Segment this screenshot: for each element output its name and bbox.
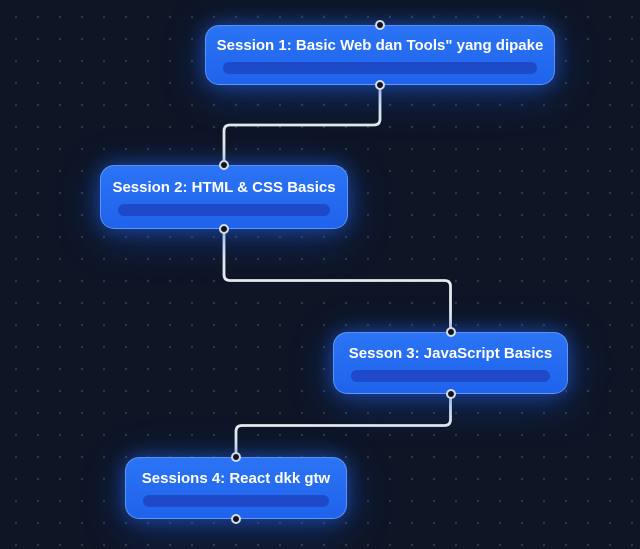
flow-node-session-2[interactable]: Session 2: HTML & CSS Basics xyxy=(100,160,348,234)
node-title: Sesson 3: JavaScript Basics xyxy=(348,344,553,362)
node-top-handle[interactable] xyxy=(219,160,229,170)
node-top-handle[interactable] xyxy=(375,20,385,30)
node-progress-bar xyxy=(223,61,537,74)
edge-session2-session3[interactable] xyxy=(222,229,452,332)
edge-session1-session2[interactable] xyxy=(222,85,382,165)
node-bottom-handle[interactable] xyxy=(231,514,241,524)
node-top-handle[interactable] xyxy=(445,327,456,337)
node-bottom-handle[interactable] xyxy=(445,389,456,399)
node-title: Session 1: Basic Web dan Tools" yang dip… xyxy=(216,36,544,54)
node-bottom-handle[interactable] xyxy=(375,80,385,90)
edge-session3-session4[interactable] xyxy=(234,394,452,457)
node-progress-bar xyxy=(118,203,330,216)
node-title: Session 2: HTML & CSS Basics xyxy=(112,178,336,196)
flow-node-session-4[interactable]: Sessions 4: React dkk gtw xyxy=(125,452,347,524)
node-title: Sessions 4: React dkk gtw xyxy=(141,469,331,487)
node-top-handle[interactable] xyxy=(231,452,241,462)
node-bottom-handle[interactable] xyxy=(219,224,229,234)
flow-node-session-1[interactable]: Session 1: Basic Web dan Tools" yang dip… xyxy=(205,20,555,90)
node-progress-bar xyxy=(351,369,550,382)
node-progress-bar xyxy=(143,494,329,507)
flow-node-session-3[interactable]: Sesson 3: JavaScript Basics xyxy=(333,327,568,399)
